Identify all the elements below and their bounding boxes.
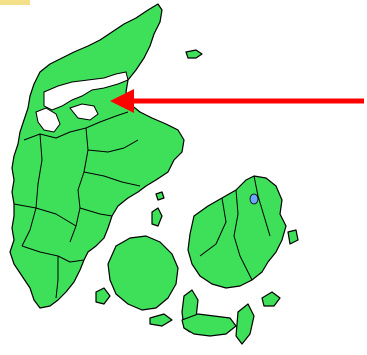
mon-island — [261, 291, 281, 307]
small-island-1 — [155, 191, 165, 201]
corner-tab — [0, 0, 30, 5]
funen-landmass — [107, 235, 179, 311]
zealand-region-borders — [199, 175, 271, 281]
zealand-landmass — [187, 175, 287, 289]
jutland-region-borders — [13, 111, 141, 299]
anholt-island — [185, 49, 203, 59]
samso-island — [151, 207, 163, 227]
limfjord-water-3 — [69, 103, 99, 121]
lake-icon — [249, 193, 259, 205]
als-island — [95, 287, 111, 305]
limfjord-water — [43, 71, 129, 111]
arrow-left-icon — [110, 89, 364, 113]
limfjord-water-2 — [35, 107, 61, 133]
falster-landmass — [235, 303, 255, 345]
jutland-landmass — [9, 3, 185, 309]
lolland-landmass — [181, 313, 237, 337]
aero-island — [149, 313, 173, 327]
amager-island — [287, 229, 299, 245]
